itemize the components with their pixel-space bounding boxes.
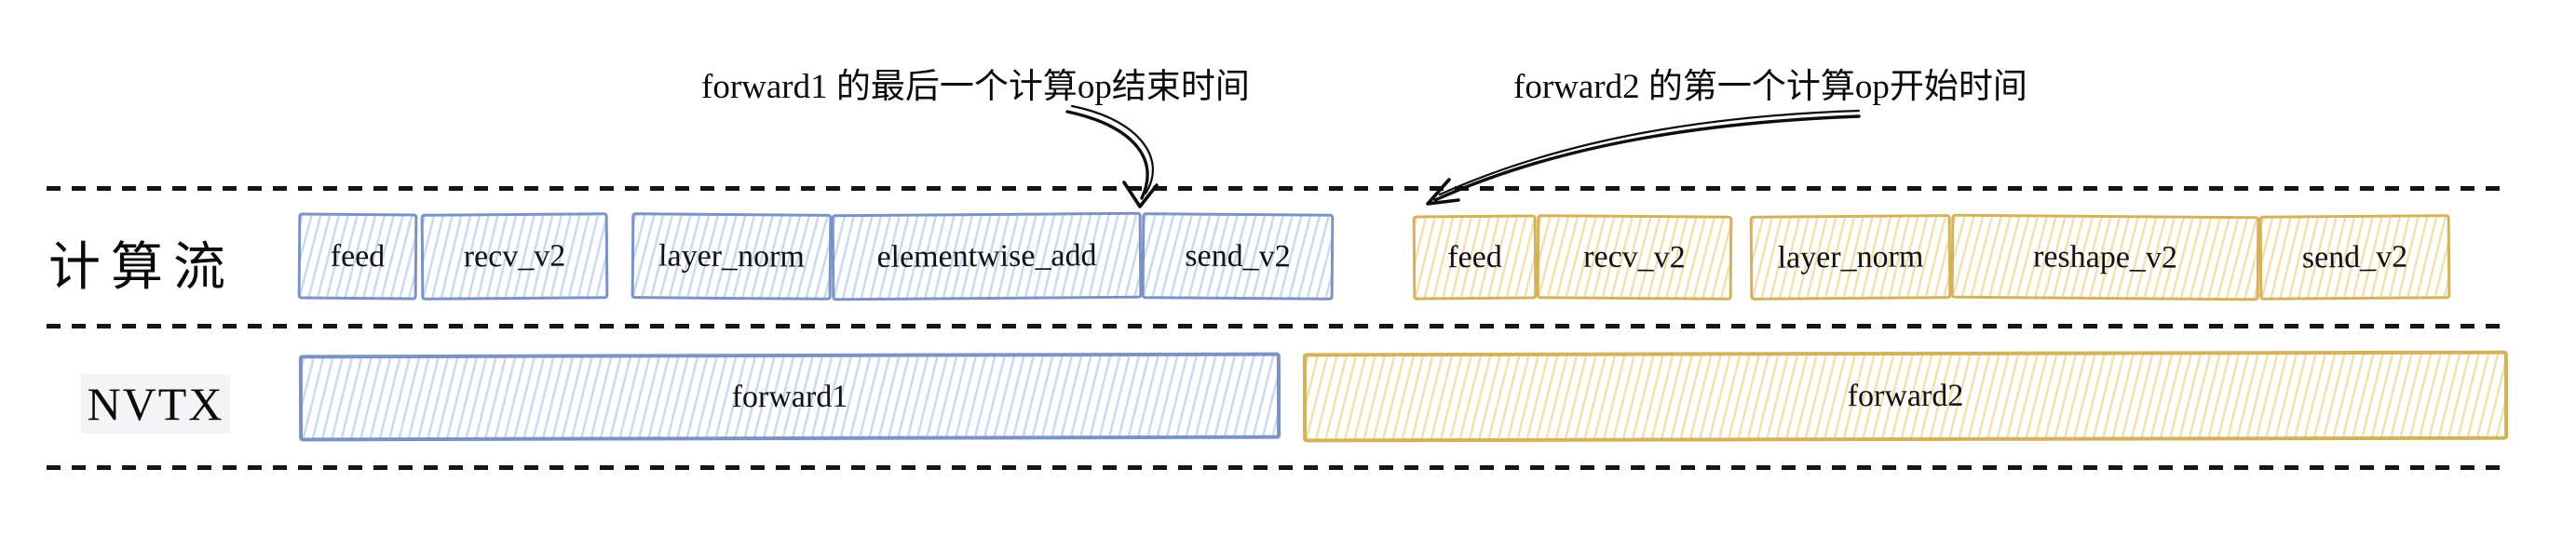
op-box-forward1-layer-norm: layer_norm xyxy=(630,212,833,301)
op-label: elementwise_add xyxy=(876,237,1097,275)
nvtx-range-forward1: forward1 xyxy=(298,352,1281,442)
op-box-forward2-send-v2: send_v2 xyxy=(2258,214,2451,301)
op-box-forward2-layer-norm: layer_norm xyxy=(1749,214,1952,301)
op-label: recv_v2 xyxy=(1583,239,1686,275)
annotation-forward2-first-op-start: forward2 的第一个计算op开始时间 xyxy=(1513,68,2027,106)
op-box-forward2-recv-v2: recv_v2 xyxy=(1536,214,1733,301)
op-box-forward1-recv-v2: recv_v2 xyxy=(420,212,609,301)
op-label: reshape_v2 xyxy=(2032,238,2178,275)
lane-label-nvtx: NVTX xyxy=(81,374,230,434)
op-box-forward1-send-v2: send_v2 xyxy=(1141,212,1335,301)
op-label: recv_v2 xyxy=(463,238,566,274)
dashed-separator-middle xyxy=(47,324,2507,328)
op-label: layer_norm xyxy=(658,237,806,275)
op-box-forward1-elementwise-add: elementwise_add xyxy=(831,211,1143,302)
op-box-forward2-reshape-v2: reshape_v2 xyxy=(1950,213,2260,302)
op-label: send_v2 xyxy=(1185,238,1291,274)
op-label: feed xyxy=(330,238,386,274)
op-box-forward1-feed: feed xyxy=(297,212,418,301)
op-label: feed xyxy=(1447,239,1502,275)
nvtx-range-forward2: forward2 xyxy=(1302,350,2509,443)
dashed-separator-top xyxy=(47,186,2507,191)
nvtx-range-label: forward1 xyxy=(731,379,848,414)
dashed-separator-bottom xyxy=(47,465,2507,470)
annotation-forward1-last-op-end: forward1 的最后一个计算op结束时间 xyxy=(701,68,1250,106)
op-box-forward2-feed: feed xyxy=(1412,214,1538,301)
lane-label-compute-stream: 计算流 xyxy=(48,238,236,297)
op-label: layer_norm xyxy=(1777,238,1924,275)
op-label: send_v2 xyxy=(2301,239,2408,275)
arrowhead-down-left-icon xyxy=(1426,178,1460,206)
arrow-forward1-end-time xyxy=(1065,104,1159,208)
nvtx-range-label: forward2 xyxy=(1847,378,1964,414)
